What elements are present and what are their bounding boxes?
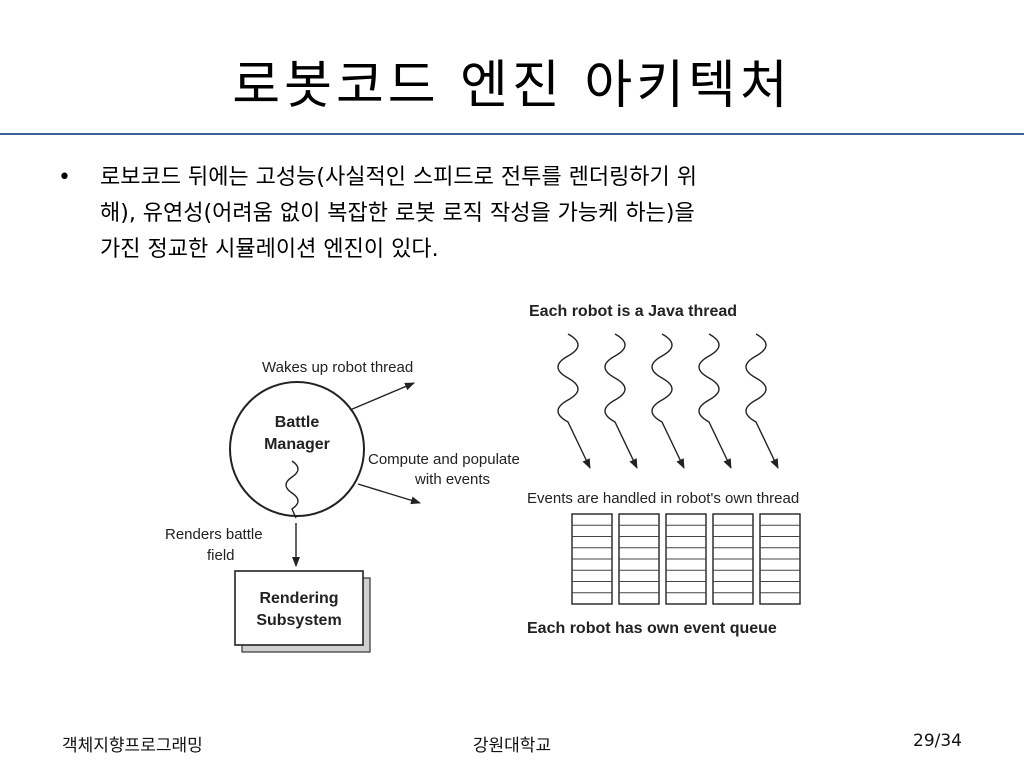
robot-thread-arrow (651, 333, 685, 469)
robot-event-queue (571, 513, 613, 605)
battle-manager-thread-squiggle (285, 460, 299, 519)
rendering-subsystem-box (234, 570, 364, 646)
robot-thread-arrow (557, 333, 591, 469)
robot-event-queue (665, 513, 707, 605)
robot-event-queue (759, 513, 801, 605)
footer-course: 객체지향프로그래밍 (62, 736, 203, 756)
robot-thread-arrow (604, 333, 638, 469)
battle-manager-label-1: Battle (275, 414, 320, 431)
bullet-line-2: 해), 유연성(어려움 없이 복잡한 로봇 로직 작성을 가능케 하는)을 (100, 201, 695, 226)
bullet-line-3: 가진 정교한 시뮬레이션 엔진이 있다. (100, 237, 439, 262)
bullet-dot: • (58, 165, 71, 190)
robot-thread-arrow (698, 333, 732, 469)
battle-manager-circle (229, 381, 365, 517)
compute-label-2: with events (414, 471, 490, 488)
footer-page-number: 29/34 (913, 731, 962, 751)
renders-label-1: Renders battle (165, 526, 263, 543)
wakes-label: Wakes up robot thread (262, 359, 413, 376)
rendering-subsystem-label-1: Rendering (259, 590, 338, 607)
robot-threads (557, 333, 779, 469)
robot-event-queue (618, 513, 660, 605)
compute-arrow (357, 483, 421, 505)
queue-label: Each robot has own event queue (527, 620, 777, 637)
wakes-arrow (349, 382, 415, 411)
battle-manager-label-2: Manager (264, 436, 330, 453)
compute-label-1: Compute and populate (368, 451, 520, 468)
events-label: Events are handled in robot's own thread (527, 490, 799, 507)
robot-thread-arrow (745, 333, 779, 469)
threads-label: Each robot is a Java thread (529, 303, 737, 320)
renders-label-2: field (207, 547, 235, 564)
bullet-text: 로보코드 뒤에는 고성능(사실적인 스피드로 전투를 렌더링하기 위 해), 유… (100, 160, 950, 268)
robot-event-queues (571, 513, 801, 605)
footer-school: 강원대학교 (472, 736, 552, 756)
slide-title: 로봇코드 엔진 아키텍처 (232, 56, 792, 116)
robot-event-queue (712, 513, 754, 605)
bullet-line-1: 로보코드 뒤에는 고성능(사실적인 스피드로 전투를 렌더링하기 위 (100, 165, 698, 190)
title-divider (0, 133, 1024, 135)
rendering-subsystem-label-2: Subsystem (256, 612, 341, 629)
